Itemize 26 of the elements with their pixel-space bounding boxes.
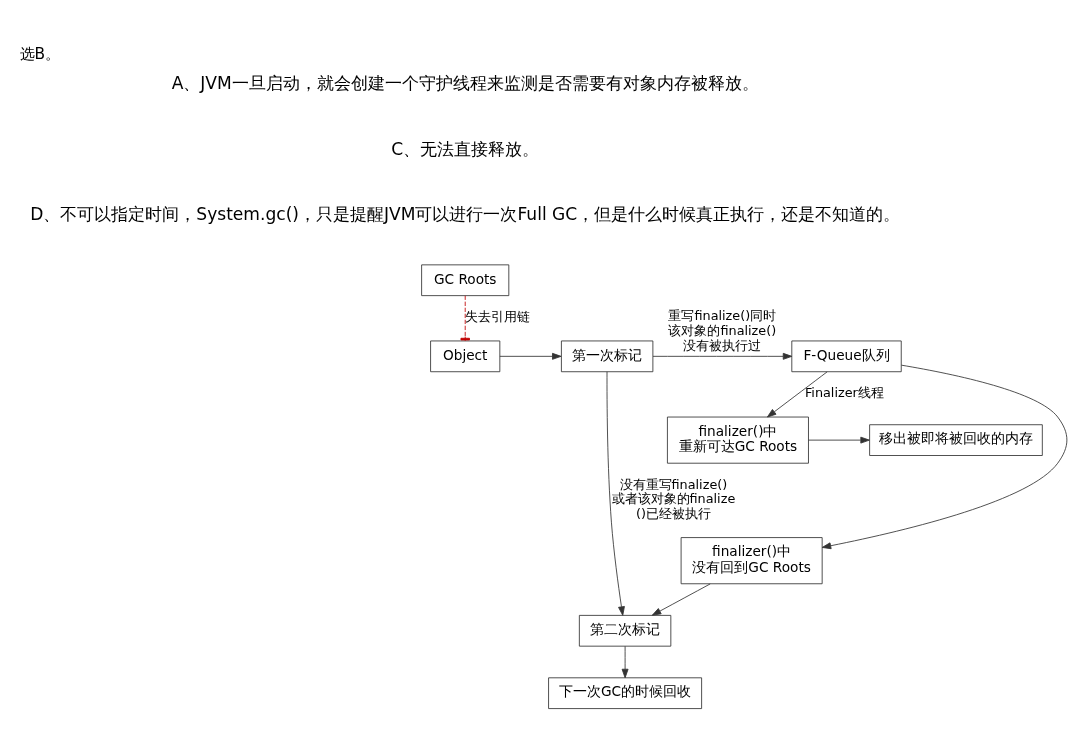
label: D、不可以指定时间，System.gc()，只是提醒JVM可以进行一次Full GC，但是什么时候真正执行，还是不知道的。: [30, 204, 901, 225]
arrow: [808, 436, 870, 444]
edge-label: 失去引用链: [465, 309, 531, 325]
edge-label: 重写finalize()同时该对象的finalize()没有被执行过: [668, 308, 777, 353]
arrow: [606, 371, 625, 616]
node-box: F-Queue队列: [791, 340, 902, 373]
node-box: 移出被即将被回收的内存: [869, 424, 1043, 456]
edge-label: 没有重写finalize()或者该对象的finalize()已经被执行: [611, 476, 736, 521]
node-box: 第一次标记: [560, 340, 654, 373]
arrow: [767, 371, 828, 418]
node-box: GC Roots: [421, 264, 510, 297]
diagram-title: 选B。: [19, 45, 61, 64]
node-box: 第二次标记: [578, 614, 672, 647]
node-box: finalizer()中重新可达GC Roots: [667, 416, 809, 464]
label: A、JVM一旦启动，就会创建一个守护线程来监测是否需要有对象内存被释放。: [171, 72, 759, 93]
arrow: [499, 352, 562, 360]
arrow: [651, 583, 711, 616]
connector: [460, 295, 470, 342]
arrow: [652, 352, 793, 360]
node-box: 下一次GC的时候回收: [548, 677, 703, 709]
node-box: Object: [430, 340, 501, 373]
node-box: finalizer()中没有回到GC Roots: [680, 537, 823, 585]
label: C、无法直接释放。: [391, 138, 540, 159]
arrow: [821, 364, 1068, 550]
arrow: [621, 645, 629, 679]
edge-label: Finalizer线程: [804, 385, 884, 401]
